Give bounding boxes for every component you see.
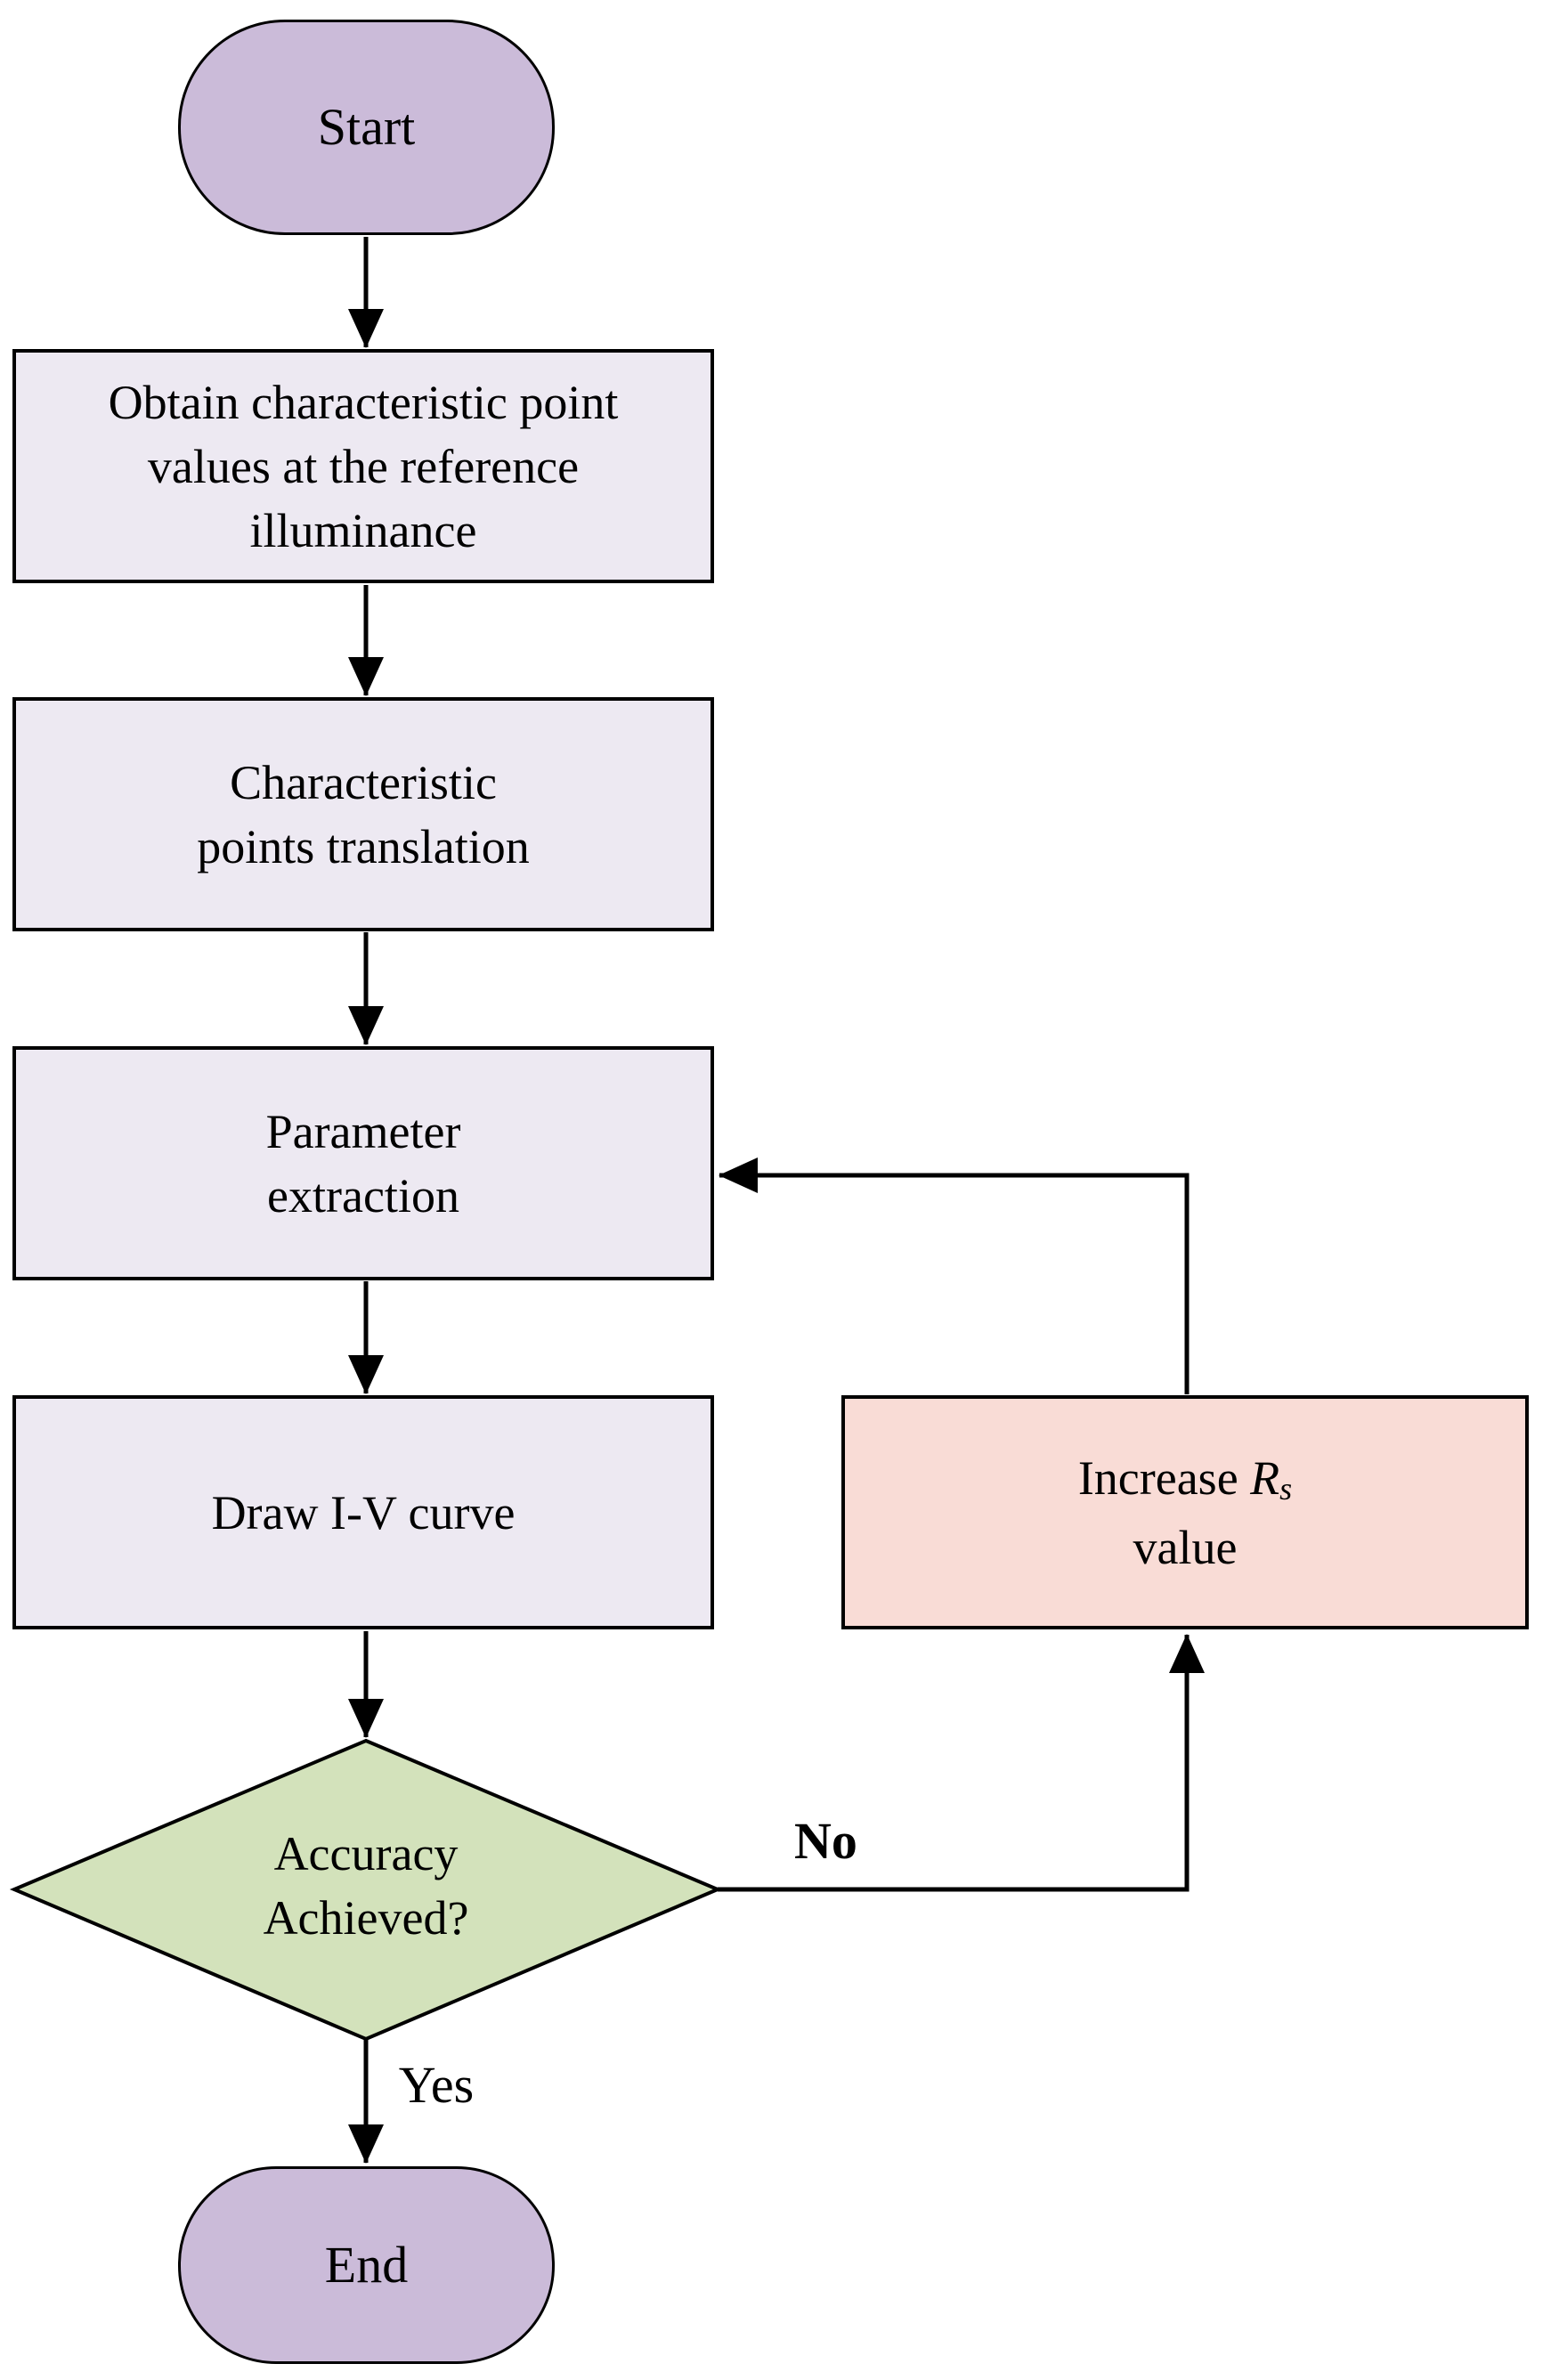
extract-line-2: extraction	[267, 1168, 459, 1222]
rs-subscript: s	[1279, 1470, 1293, 1507]
translate-line-2: points translation	[197, 819, 530, 873]
obtain-line-1: Obtain characteristic point	[108, 375, 619, 429]
draw-iv-curve-node: Draw I-V curve	[12, 1395, 714, 1629]
translate-line-1: Characteristic	[230, 755, 497, 809]
decision-node-label: Accuracy Achieved?	[99, 1822, 633, 1950]
yes-edge-label: Yes	[398, 2056, 475, 2114]
end-node: End	[178, 2166, 555, 2364]
draw-label: Draw I-V curve	[211, 1485, 516, 1539]
decision-line-1: Accuracy	[273, 1827, 459, 1880]
no-edge-label: No	[794, 1812, 857, 1870]
rs-symbol: R	[1250, 1450, 1280, 1505]
obtain-line-3: illuminance	[249, 503, 477, 557]
edge-decision-to-increase-no	[718, 1634, 1205, 1892]
parameter-extraction-node: Parameter extraction	[12, 1046, 714, 1280]
increase-prefix: Increase	[1077, 1450, 1251, 1505]
increase-line-2: value	[1133, 1520, 1238, 1574]
increase-rs-node: Increase Rs value	[841, 1395, 1529, 1629]
extract-line-1: Parameter	[265, 1104, 461, 1158]
obtain-values-node: Obtain characteristic point values at th…	[12, 349, 714, 583]
edge-increase-to-extract	[719, 1158, 1190, 1394]
decision-line-2: Achieved?	[263, 1891, 469, 1945]
end-label: End	[324, 2236, 409, 2294]
decision-diamond-shape	[9, 1738, 723, 2042]
start-label: Start	[317, 98, 416, 156]
start-node: Start	[178, 20, 555, 235]
increase-line-1: Increase Rs	[1078, 1446, 1292, 1515]
points-translation-node: Characteristic points translation	[12, 697, 714, 931]
obtain-line-2: values at the reference	[147, 439, 580, 493]
